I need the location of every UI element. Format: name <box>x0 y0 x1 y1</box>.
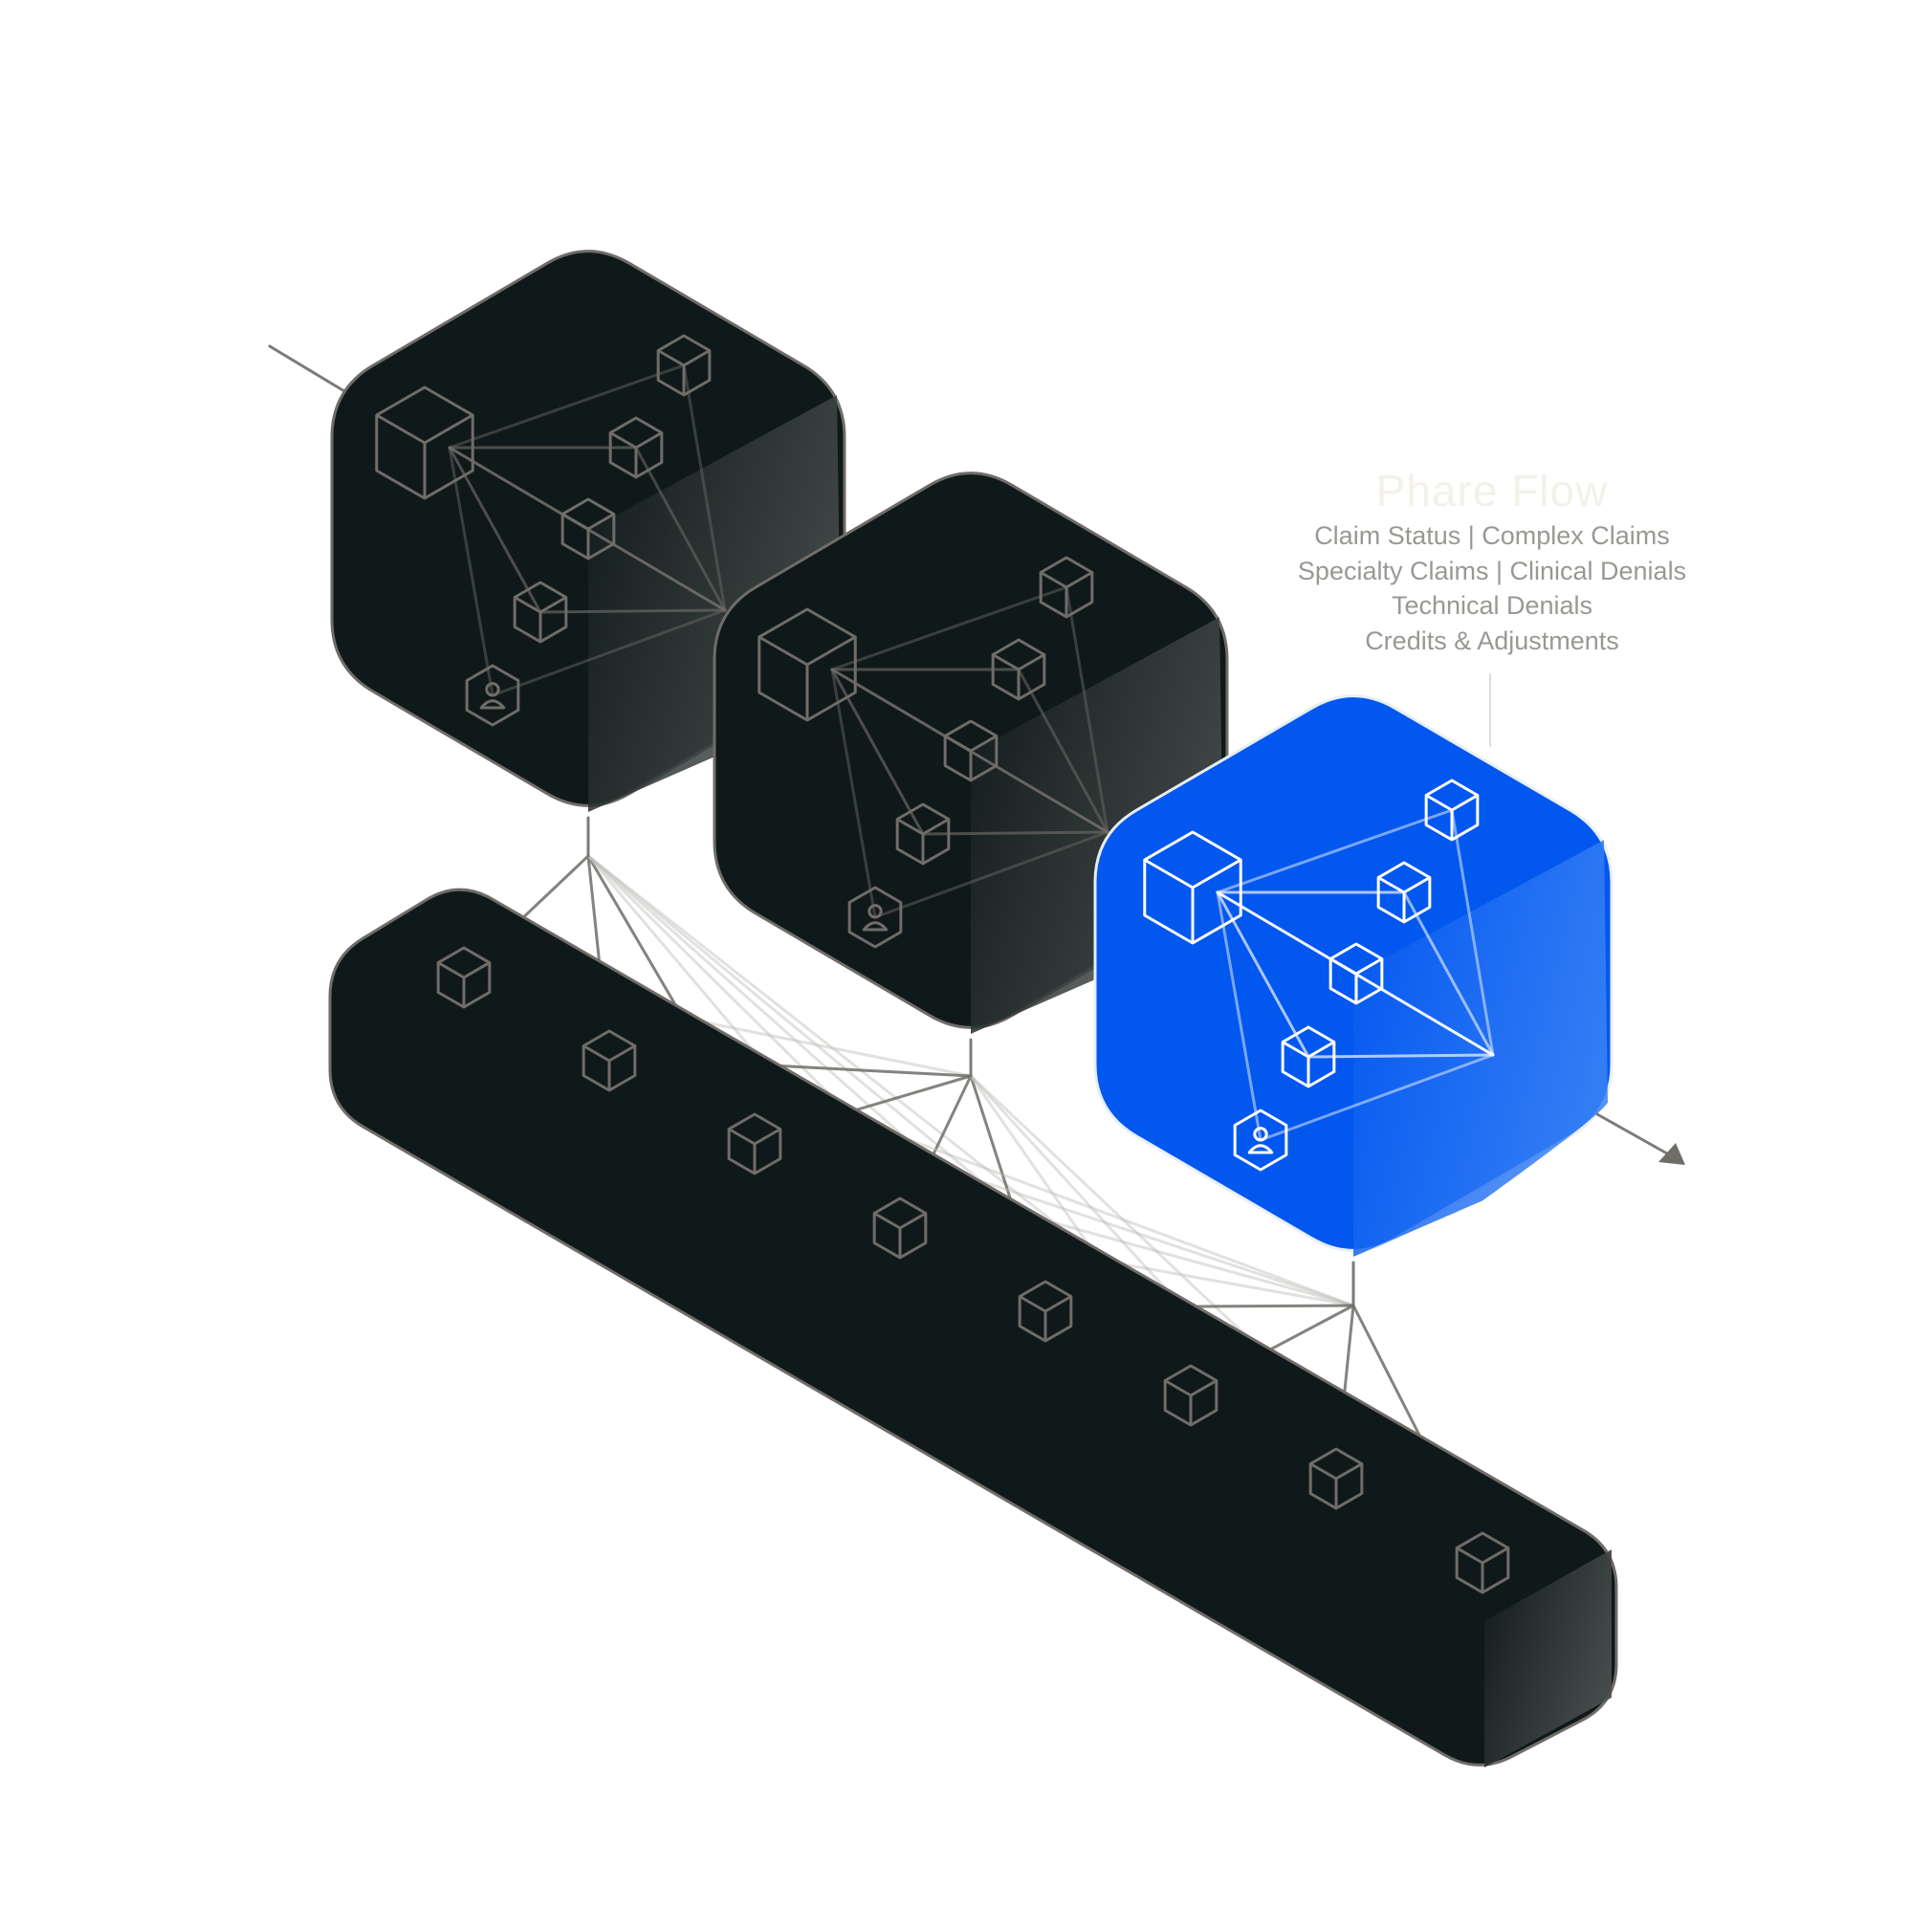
cube-icon <box>1455 1531 1510 1594</box>
cube-icon <box>1163 1364 1218 1427</box>
diagram-line-3: Technical Denials <box>1391 591 1593 620</box>
connector-line <box>1259 1053 1495 1142</box>
user-body <box>1247 1144 1274 1154</box>
connector-line <box>634 446 727 612</box>
cube-icon <box>1281 1025 1336 1088</box>
user-head <box>1253 1127 1268 1142</box>
cube-icon <box>1328 942 1384 1005</box>
diagram-line-4: Credits & Adjustments <box>1365 626 1619 655</box>
user-hexagon-icon <box>847 886 903 949</box>
cube-icon <box>582 1029 637 1092</box>
cube-icon <box>608 416 664 479</box>
connector-line <box>448 446 494 697</box>
connector-line <box>448 363 686 450</box>
user-hexagon-icon <box>1233 1109 1288 1172</box>
diagram-line-2: Specialty Claims | Clinical Denials <box>1297 556 1687 585</box>
cube-icon <box>1424 779 1480 842</box>
connector-line <box>1017 668 1109 834</box>
cube-icon <box>560 497 616 560</box>
bottom-bar-block <box>328 888 1618 1767</box>
connector-line <box>1065 585 1109 834</box>
cube-icon <box>436 946 492 1009</box>
phare-flow-label: Phare Flow Claim Status | Complex Claims… <box>1243 463 1741 658</box>
connector-line <box>1402 890 1495 1057</box>
entry-line <box>268 344 356 399</box>
cube-icon <box>991 638 1046 701</box>
cube-icon <box>1308 1447 1364 1510</box>
user-body <box>862 921 889 932</box>
connector-line <box>1306 1053 1495 1059</box>
connector-line <box>873 830 1109 919</box>
diagram-line-1: Claim Status | Complex Claims <box>1314 521 1670 550</box>
connector-line <box>1450 808 1495 1057</box>
connector-line <box>1216 890 1262 1142</box>
user-head <box>867 904 883 919</box>
user-body <box>479 699 506 710</box>
cube-icon <box>1376 861 1432 924</box>
connector-line <box>1216 808 1454 894</box>
hexagon-outline <box>847 886 903 949</box>
bottom-bar-end-face <box>1484 1549 1612 1767</box>
cube-icon <box>1018 1280 1073 1343</box>
cube-icon <box>757 607 857 722</box>
cube-icon <box>943 719 999 782</box>
connector-line <box>921 830 1109 836</box>
cube-icon <box>656 334 712 397</box>
arrow-head-icon <box>1658 1143 1685 1165</box>
connector-line <box>682 363 727 612</box>
connector-line <box>830 585 1068 671</box>
cube-icon <box>895 802 951 866</box>
diagram-title: Phare Flow <box>1375 466 1609 516</box>
user-head <box>485 682 500 697</box>
hexagon-outline <box>465 664 520 727</box>
connector-line <box>830 668 877 919</box>
cube-icon <box>375 385 474 500</box>
user-hexagon-icon <box>465 664 520 727</box>
connector-line <box>538 608 727 614</box>
hexagon-outline <box>1233 1109 1288 1172</box>
cube-icon <box>727 1112 782 1175</box>
cube-icon <box>1143 830 1242 945</box>
cube-icon <box>872 1197 928 1260</box>
exit-line <box>1595 1112 1676 1159</box>
cube-icon <box>513 581 568 644</box>
connector-line <box>491 608 727 697</box>
cube-icon <box>1039 556 1094 619</box>
